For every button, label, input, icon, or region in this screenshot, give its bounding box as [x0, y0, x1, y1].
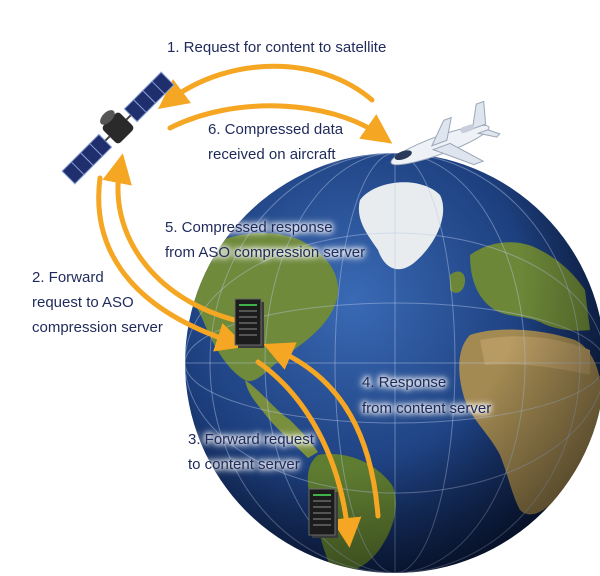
label-step2-line1: 2. Forward	[32, 269, 104, 286]
server-icon	[308, 488, 338, 538]
arrow-step1	[157, 63, 375, 109]
airplane-icon	[390, 100, 501, 166]
label-step2-line2: request to ASO	[32, 294, 134, 311]
label-step6-line2: received on aircraft	[208, 146, 336, 163]
label-step4-line2: from content server	[362, 400, 492, 417]
label-step4-line1: 4. Response	[362, 374, 447, 391]
earth-globe-icon	[185, 153, 600, 573]
arrow-step6	[167, 103, 393, 144]
arrow-step2	[96, 175, 247, 352]
flow-arrows	[96, 63, 393, 548]
label-step5-line2: from ASO compression server	[165, 244, 366, 261]
label-step1: 1. Request for content to satellite	[167, 39, 387, 56]
label-step5-line1: 5. Compressed response	[165, 219, 333, 236]
label-step3-line1: 3. Forward request	[188, 431, 314, 448]
arrow-step4	[263, 342, 381, 519]
arrow-step5	[102, 153, 245, 325]
label-step3-line2: to content server	[188, 456, 300, 473]
label-step6-line1: 6. Compressed data	[208, 121, 344, 138]
server-icon	[234, 298, 264, 348]
satellite-icon	[61, 71, 175, 185]
arrow-step3	[255, 359, 362, 548]
label-step2-line3: compression server	[32, 319, 163, 336]
